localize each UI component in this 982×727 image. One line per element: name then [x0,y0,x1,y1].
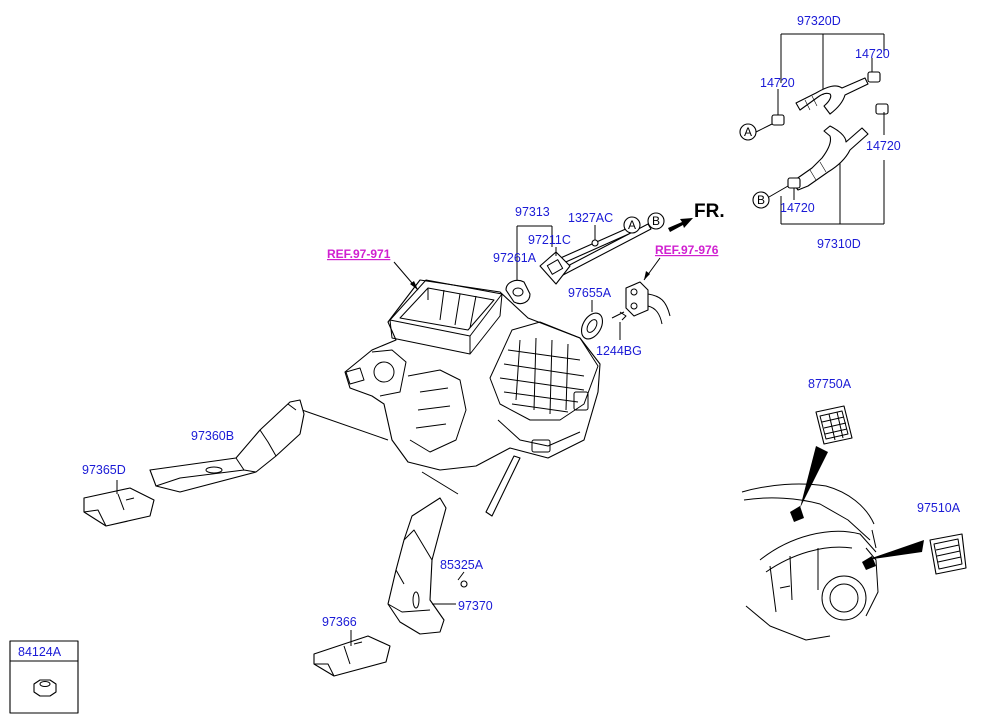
connector-a-icon [739,123,757,141]
expansion-valve-assembly[interactable]: 97655A 1244BG [568,281,671,358]
part-97510A[interactable]: 97510A [917,501,961,515]
part-1244BG[interactable]: 1244BG [596,344,642,358]
part-1327AC[interactable]: 1327AC [568,211,613,225]
pipe-assembly[interactable]: A B 97313 1327AC 97211C 97261A [493,205,665,305]
part-85325A[interactable]: 85325A [440,558,484,572]
part-97366[interactable]: 97366 [322,615,357,629]
part-97261A[interactable]: 97261A [493,251,537,265]
part-97370[interactable]: 97370 [458,599,493,613]
grille-87750A[interactable]: 87750A [808,377,853,445]
hose-clamp-icon [771,71,889,189]
part-97310D[interactable]: 97310D [817,237,861,251]
part-97360B[interactable]: 97360B [191,429,234,443]
connector-a-icon-2 [623,216,641,234]
grille-97510A[interactable]: 97510A [917,501,967,575]
bolt-icon [591,239,599,247]
front-label: FR. [694,201,725,222]
part-84124A-box[interactable]: 84124A [9,640,79,714]
part-14720-left[interactable]: 14720 [760,76,795,90]
connector-a-marker: A [744,125,752,139]
part-14720-bottom[interactable]: 14720 [780,201,815,215]
part-97320D[interactable]: 97320D [797,14,841,28]
hose-assembly[interactable]: A B 97320D 14720 14720 14720 14720 97310… [739,14,901,251]
part-97365D[interactable]: 97365D [82,463,126,477]
part-84124A[interactable]: 84124A [18,645,62,659]
part-87750A[interactable]: 87750A [808,377,852,391]
nut-icon [33,679,57,697]
connector-b-icon [752,191,770,209]
connector-b-icon-2 [647,212,665,230]
connector-b-marker: B [757,193,765,207]
bolt-icon-2 [460,580,468,588]
front-direction-indicator: FR. [668,201,725,232]
ref-97-971[interactable]: REF.97-971 [327,247,391,261]
ref-97-976[interactable]: REF.97-976 [655,243,719,257]
connector-b-marker-2: B [652,214,660,228]
part-97655A[interactable]: 97655A [568,286,612,300]
floor-duct-left[interactable]: 97360B 97365D [82,399,305,527]
part-14720-top-right[interactable]: 14720 [855,47,890,61]
floor-duct-right[interactable]: 85325A 97370 97366 [313,497,493,677]
part-97313[interactable]: 97313 [515,205,550,219]
part-14720-right[interactable]: 14720 [866,139,901,153]
vehicle-location-view [738,446,924,650]
part-97211C[interactable]: 97211C [528,233,571,247]
connector-a-marker-2: A [628,218,636,232]
heater-unit[interactable]: REF.97-971 REF.97-976 [301,243,719,517]
arrow-icon [668,218,693,232]
